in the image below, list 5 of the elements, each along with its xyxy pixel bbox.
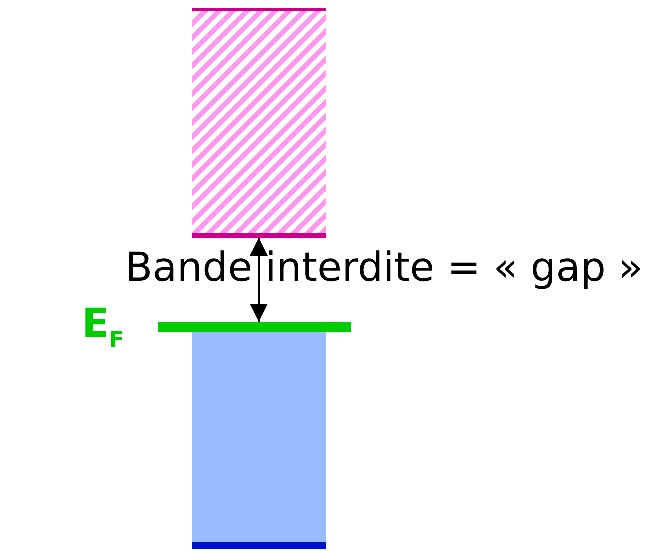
fermi-level-label: E$_{F}$ bbox=[82, 304, 124, 352]
band-gap-label: Bande interdite = « gap » bbox=[125, 246, 644, 290]
conduction-band bbox=[192, 8, 326, 238]
double-arrow bbox=[250, 238, 268, 322]
valence-band bbox=[192, 332, 326, 549]
